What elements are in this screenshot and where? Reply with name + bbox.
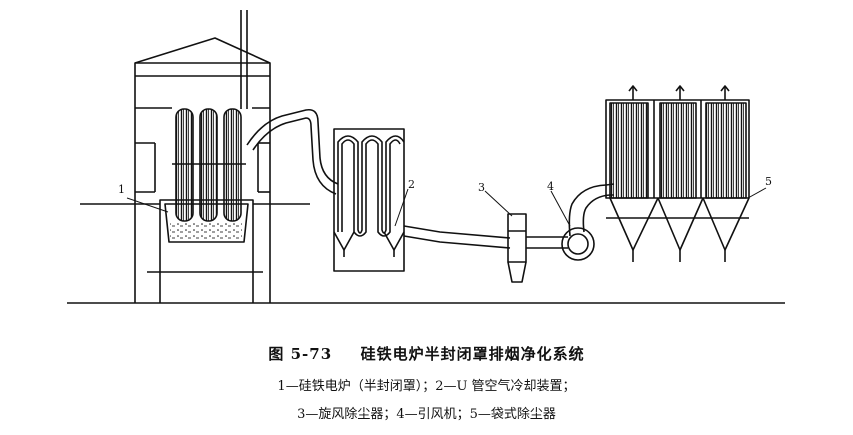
cyclone bbox=[507, 213, 527, 283]
figure-number: 图 5-73 bbox=[268, 345, 333, 363]
duct-furnace-to-cooler bbox=[246, 108, 339, 195]
label-1: 1 bbox=[118, 183, 125, 196]
label-3: 3 bbox=[478, 181, 485, 194]
label-2: 2 bbox=[408, 178, 415, 191]
bag-filter bbox=[605, 85, 750, 262]
label-5: 5 bbox=[765, 175, 772, 188]
duct-cooler-to-cyclone bbox=[403, 225, 511, 249]
figure-caption: 图 5-73 硅铁电炉半封闭罩排烟净化系统 bbox=[0, 343, 853, 364]
legend-line-2: 3—旋风除尘器；4—引风机；5—袋式除尘器 bbox=[297, 407, 556, 422]
u-tube-cooler bbox=[333, 128, 405, 272]
duct-cyclone-to-fan bbox=[526, 236, 568, 249]
electric-furnace bbox=[80, 10, 310, 303]
flow-diagram: 1 2 3 4 5 bbox=[67, 10, 785, 304]
figure-title: 硅铁电炉半封闭罩排烟净化系统 bbox=[360, 345, 585, 363]
label-4: 4 bbox=[547, 180, 554, 193]
legend-line-1: 1—硅铁电炉（半封闭罩）；2—U 管空气冷却装置； bbox=[277, 379, 576, 394]
induced-fan bbox=[561, 183, 615, 261]
